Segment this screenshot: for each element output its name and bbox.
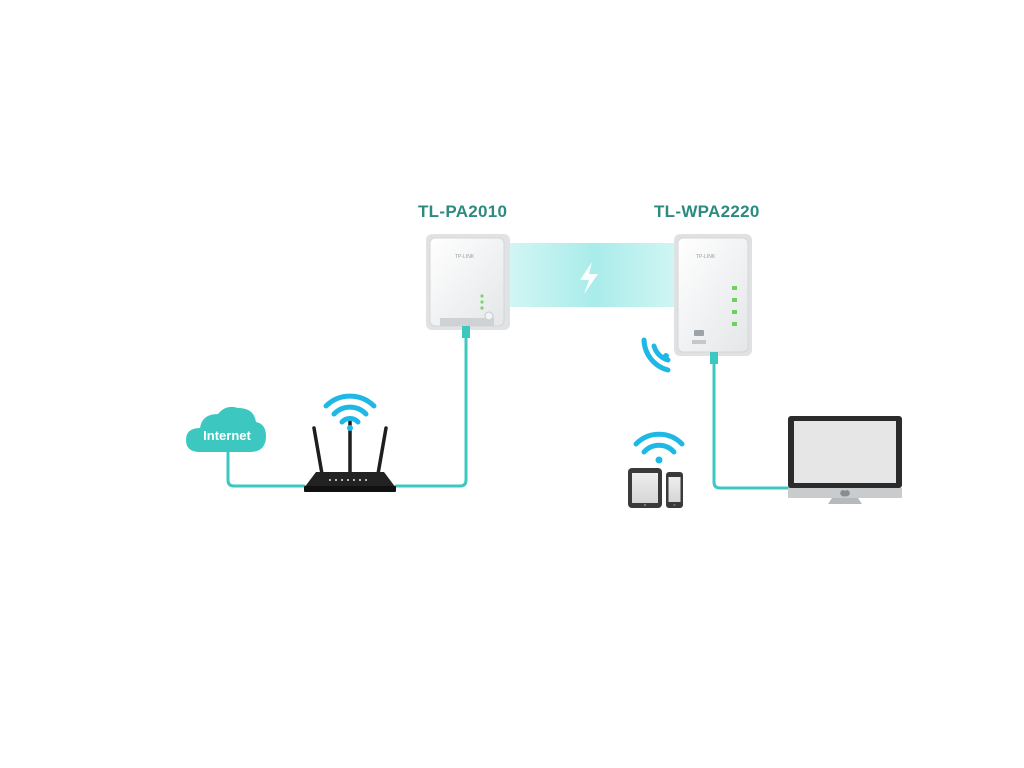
- powerline-link: [508, 243, 680, 307]
- router-icon: [304, 418, 396, 492]
- tablet-icon: [628, 468, 662, 508]
- powerline-adapter-icon: TP-LINK: [426, 234, 510, 338]
- router: [304, 393, 396, 492]
- cable-router-to-adapter: [394, 336, 468, 488]
- desktop-computer: [788, 416, 902, 504]
- lightning-bolt-icon: [580, 262, 598, 294]
- wireless-extender: TP-LINK: [641, 234, 752, 373]
- desktop-monitor-icon: [788, 416, 902, 504]
- adapter-left-label: TL-PA2010: [418, 202, 508, 221]
- apple-logo-icon: [840, 490, 850, 497]
- cable-extender-to-computer: [712, 358, 792, 490]
- wifi-signal-icon: [641, 337, 671, 373]
- wifi-signal-icon: [323, 393, 377, 431]
- powerline-adapter: TP-LINK: [426, 234, 510, 338]
- cloud-label: Internet: [203, 428, 251, 443]
- wifi-signal-icon: [633, 431, 685, 464]
- adapter-right-logo: TP-LINK: [696, 254, 716, 260]
- cables: [226, 336, 792, 490]
- smartphone-icon: [666, 472, 683, 508]
- wireless-powerline-extender-icon: TP-LINK: [674, 234, 752, 364]
- cable-cloud-to-router: [226, 450, 306, 488]
- cloud-icon: [186, 406, 266, 452]
- mobile-devices: [628, 431, 685, 508]
- internet-cloud: Internet: [186, 406, 266, 452]
- adapter-left-logo: TP-LINK: [455, 254, 475, 260]
- adapter-right-label: TL-WPA2220: [654, 202, 760, 221]
